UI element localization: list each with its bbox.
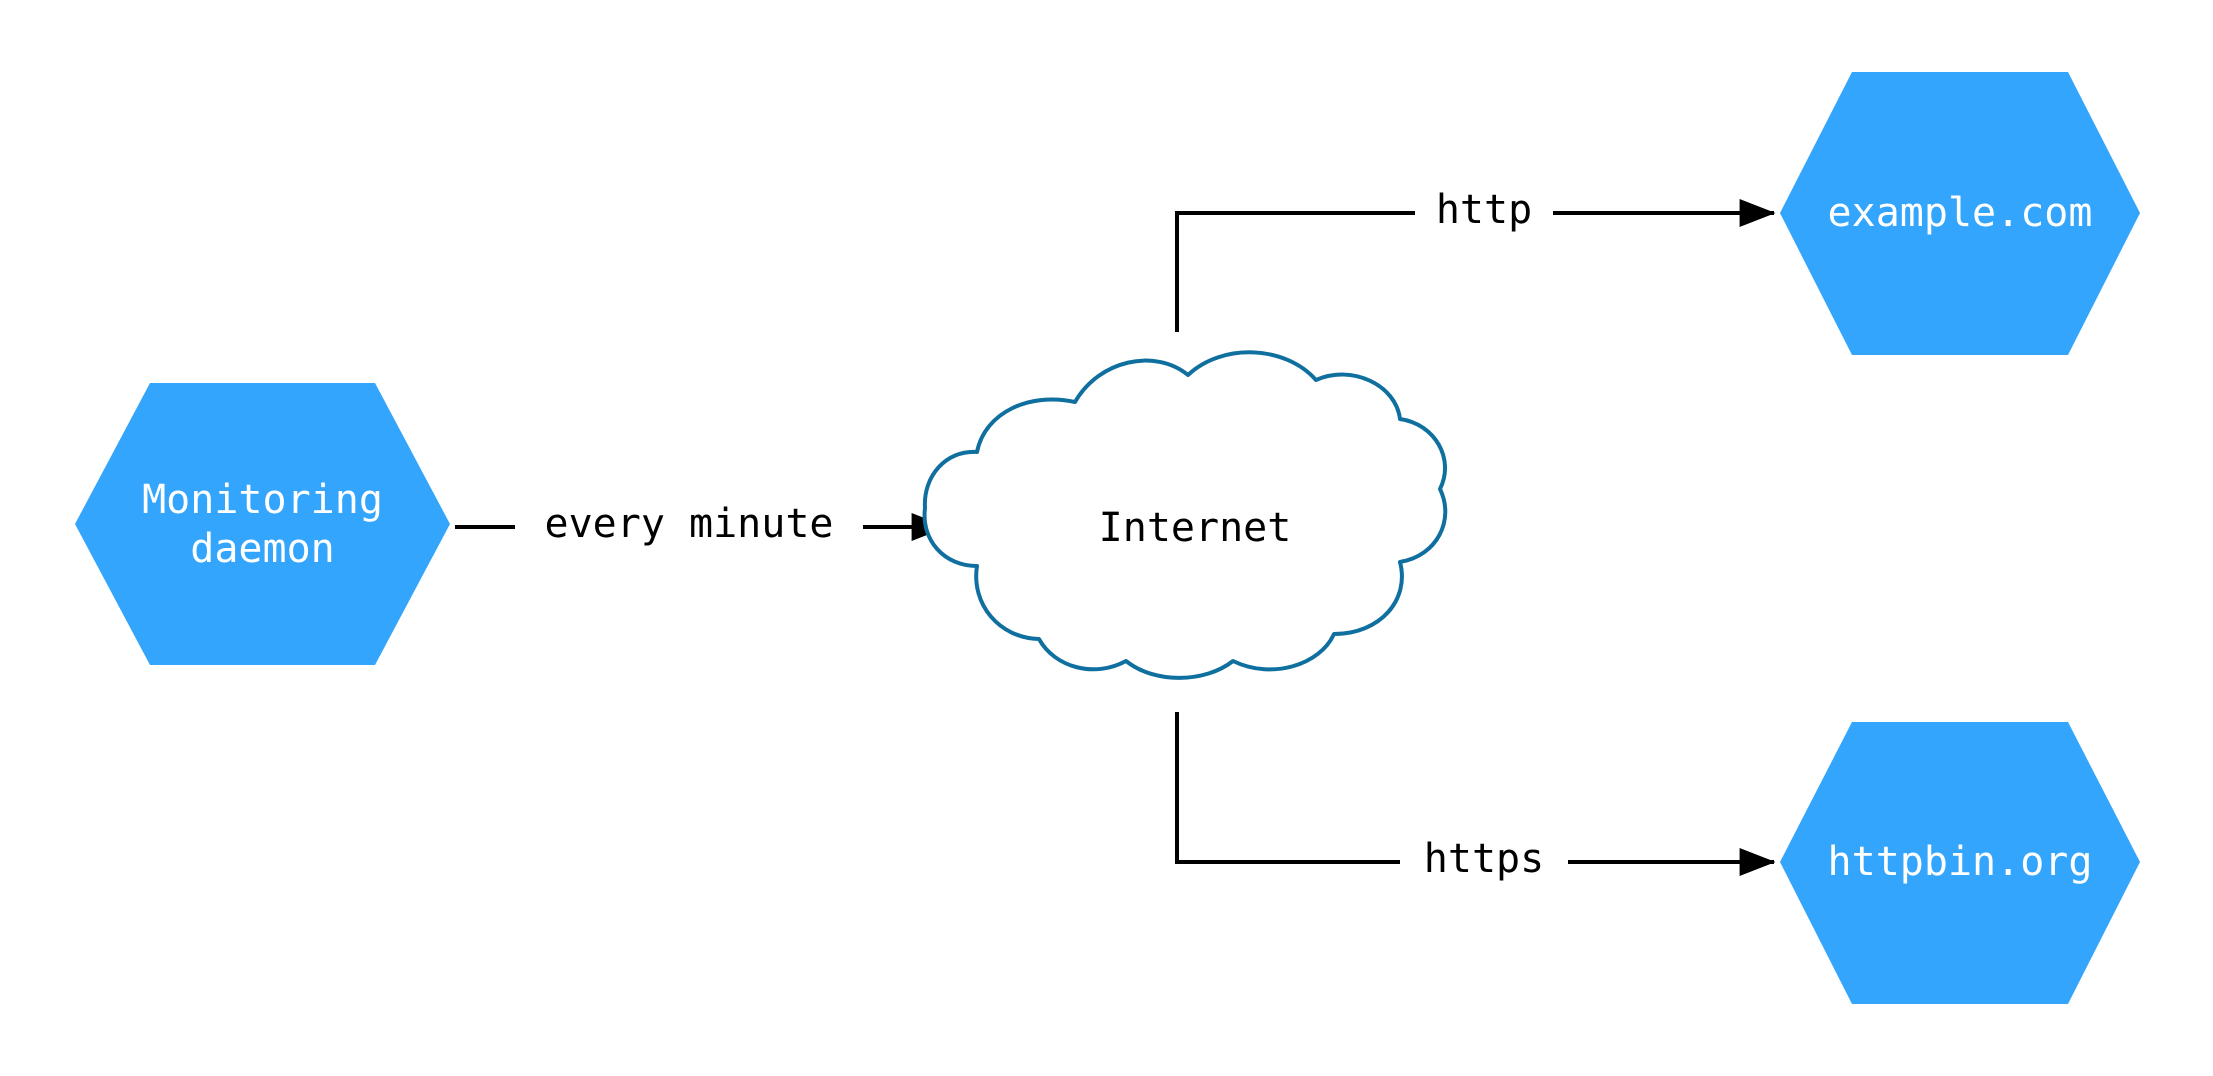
edge-path-https xyxy=(1175,712,1776,876)
edge-label-every-minute-text: every minute xyxy=(544,501,834,547)
edge-path-http xyxy=(1175,199,1776,332)
node-internet[interactable] xyxy=(922,350,1448,680)
edge-label-http: http xyxy=(1415,190,1553,230)
node-httpbin-org[interactable] xyxy=(1780,722,2140,1004)
node-example-com[interactable] xyxy=(1780,72,2140,355)
hexagon-shape-httpbin-org[interactable] xyxy=(1780,722,2140,1004)
edge-label-http-text: http xyxy=(1435,187,1533,233)
hexagon-shape-monitoring-daemon[interactable] xyxy=(75,383,450,665)
edge-internet-to-example xyxy=(1175,199,1776,332)
edge-label-https: https xyxy=(1400,839,1568,879)
node-monitoring-daemon[interactable] xyxy=(75,383,450,665)
cloud-shape-internet[interactable] xyxy=(922,350,1448,680)
edge-label-every-minute: every minute xyxy=(515,504,863,544)
edge-internet-to-httpbin xyxy=(1175,712,1776,876)
hexagon-shape-example-com[interactable] xyxy=(1780,72,2140,355)
edge-label-https-text: https xyxy=(1423,836,1545,882)
